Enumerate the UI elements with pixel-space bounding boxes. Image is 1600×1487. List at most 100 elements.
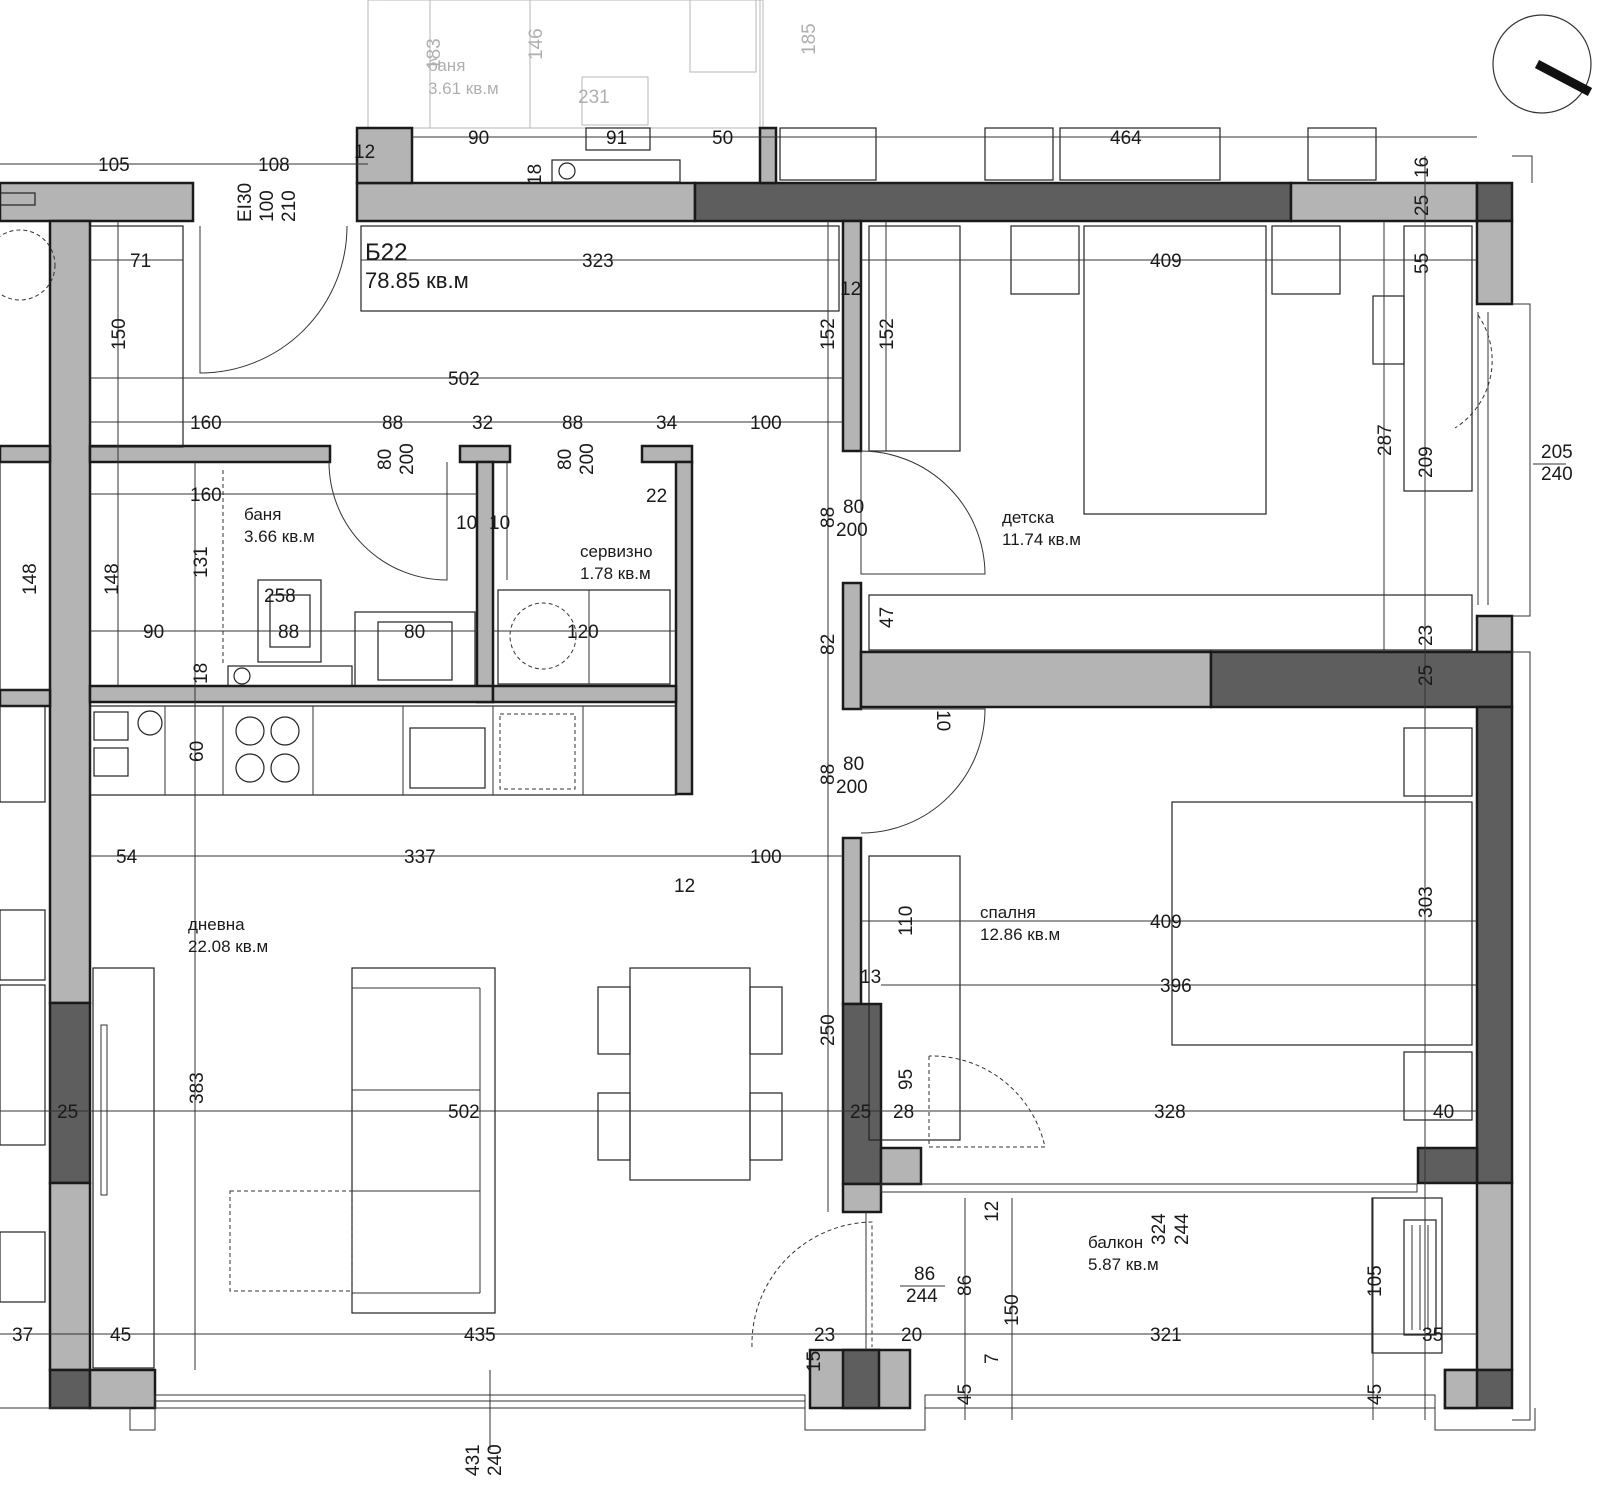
neighbor-banya-area: 3.61 кв.м xyxy=(428,79,499,98)
dim-80-sink: 80 xyxy=(404,622,425,643)
dim-86-vertical: 86 xyxy=(955,1275,976,1296)
door-mark-height: 210 xyxy=(279,190,300,222)
dim-258: 258 xyxy=(264,586,296,607)
dim-464: 464 xyxy=(1110,128,1142,149)
dim-90-top: 90 xyxy=(468,128,489,149)
dim-200-a: 200 xyxy=(397,443,418,475)
dim-top-183: 183 xyxy=(424,38,445,70)
room-banya-name: баня xyxy=(244,505,281,524)
dim-80-kids: 80 xyxy=(843,497,864,518)
dim-244-balcony: 244 xyxy=(1172,1213,1193,1245)
dim-50: 50 xyxy=(712,128,733,149)
dim-131: 131 xyxy=(191,546,212,578)
dim-12-mid: 12 xyxy=(840,279,861,300)
walls xyxy=(0,126,1514,1410)
dim-80-b: 80 xyxy=(555,449,576,470)
dim-22: 22 xyxy=(646,486,667,507)
dim-10-b: 10 xyxy=(489,513,510,534)
dim-10-kids: 10 xyxy=(932,710,953,731)
door-mark-width: 100 xyxy=(257,190,278,222)
dim-55: 55 xyxy=(1412,253,1433,274)
dim-10-a: 10 xyxy=(456,513,477,534)
dim-323: 323 xyxy=(582,251,614,272)
room-balkon-area: 5.87 кв.м xyxy=(1088,1255,1159,1274)
dim-top-185: 185 xyxy=(799,23,820,55)
dim-13: 13 xyxy=(860,967,881,988)
dim-383: 383 xyxy=(187,1072,208,1104)
doors xyxy=(199,225,1493,1350)
dim-25-living: 25 xyxy=(57,1102,78,1123)
dim-7: 7 xyxy=(982,1353,1003,1364)
dim-60: 60 xyxy=(187,741,208,762)
dim-top-231: 231 xyxy=(578,87,610,108)
unit-code: Б22 xyxy=(365,239,407,266)
dim-431: 431 xyxy=(463,1444,484,1476)
dim-328: 328 xyxy=(1154,1102,1186,1123)
dim-82: 82 xyxy=(818,634,839,655)
dim-148: 148 xyxy=(102,563,123,595)
dim-200-bed: 200 xyxy=(836,777,868,798)
room-dnevna-name: дневна xyxy=(188,915,245,934)
dim-88-kids: 88 xyxy=(818,507,839,528)
dimension-lines xyxy=(0,136,1477,1450)
dim-105: 105 xyxy=(1365,1265,1386,1297)
dim-100-mid: 100 xyxy=(750,847,782,868)
dim-32: 32 xyxy=(472,413,493,434)
dim-152-b: 152 xyxy=(877,318,898,350)
dim-150: 150 xyxy=(109,318,130,350)
dim-303: 303 xyxy=(1416,886,1437,918)
dim-409-top: 409 xyxy=(1150,251,1182,272)
dim-240-bottom: 240 xyxy=(485,1444,506,1476)
dim-100-top: 100 xyxy=(750,413,782,434)
dim-top-146: 146 xyxy=(526,28,547,60)
dim-337: 337 xyxy=(404,847,436,868)
room-servizno-area: 1.78 кв.м xyxy=(580,564,651,583)
room-detska-area: 11.74 кв.м xyxy=(1002,530,1081,549)
dim-209: 209 xyxy=(1416,446,1437,478)
dim-435: 435 xyxy=(464,1325,496,1346)
dim-205: 205 xyxy=(1541,442,1573,463)
dim-35: 35 xyxy=(1422,1325,1443,1346)
dim-148-left: 148 xyxy=(20,563,41,595)
dim-95: 95 xyxy=(896,1069,917,1090)
dim-324: 324 xyxy=(1149,1213,1170,1245)
dim-105: 105 xyxy=(98,155,130,176)
dim-34: 34 xyxy=(656,413,678,434)
dim-152-a: 152 xyxy=(818,318,839,350)
dim-160-bath: 160 xyxy=(190,485,222,506)
dim-45-right: 45 xyxy=(1365,1384,1386,1405)
dim-90-bath: 90 xyxy=(143,622,164,643)
dim-54: 54 xyxy=(116,847,138,868)
furniture xyxy=(0,127,1473,1369)
dim-200-kids: 200 xyxy=(836,520,868,541)
facade-outline xyxy=(0,155,1536,1431)
dim-25-bed: 25 xyxy=(850,1102,871,1123)
dim-45-left: 45 xyxy=(110,1325,131,1346)
dim-88-sink: 88 xyxy=(278,622,299,643)
dim-88-b: 88 xyxy=(562,413,583,434)
unit-area: 78.85 кв.м xyxy=(365,268,469,293)
dim-110: 110 xyxy=(896,906,917,936)
dim-160-top: 160 xyxy=(190,413,222,434)
room-spalnya-name: спалня xyxy=(980,903,1036,922)
dim-250: 250 xyxy=(818,1014,839,1046)
dim-91: 91 xyxy=(606,128,627,149)
dim-37: 37 xyxy=(12,1325,33,1346)
door-mark-ei30: EI30 xyxy=(235,183,256,222)
dim-120: 120 xyxy=(567,622,599,643)
neighbor-banya-name: баня xyxy=(428,56,465,75)
dim-18-top: 18 xyxy=(525,164,546,185)
dim-47: 47 xyxy=(877,607,898,628)
dim-40: 40 xyxy=(1433,1102,1454,1123)
dim-80-a: 80 xyxy=(375,449,396,470)
dim-23-bottom: 23 xyxy=(814,1325,835,1346)
neighbor-unit-faded: баня 3.61 кв.м 231 183 146 185 xyxy=(367,0,820,129)
room-spalnya-area: 12.86 кв.м xyxy=(980,925,1060,944)
dim-502-living: 502 xyxy=(448,1102,480,1123)
dim-200-b: 200 xyxy=(577,443,598,475)
dim-18-bath: 18 xyxy=(191,663,212,684)
room-servizno-name: сервизно xyxy=(580,542,653,561)
dim-16: 16 xyxy=(1412,157,1433,178)
dim-15: 15 xyxy=(804,1351,825,1372)
